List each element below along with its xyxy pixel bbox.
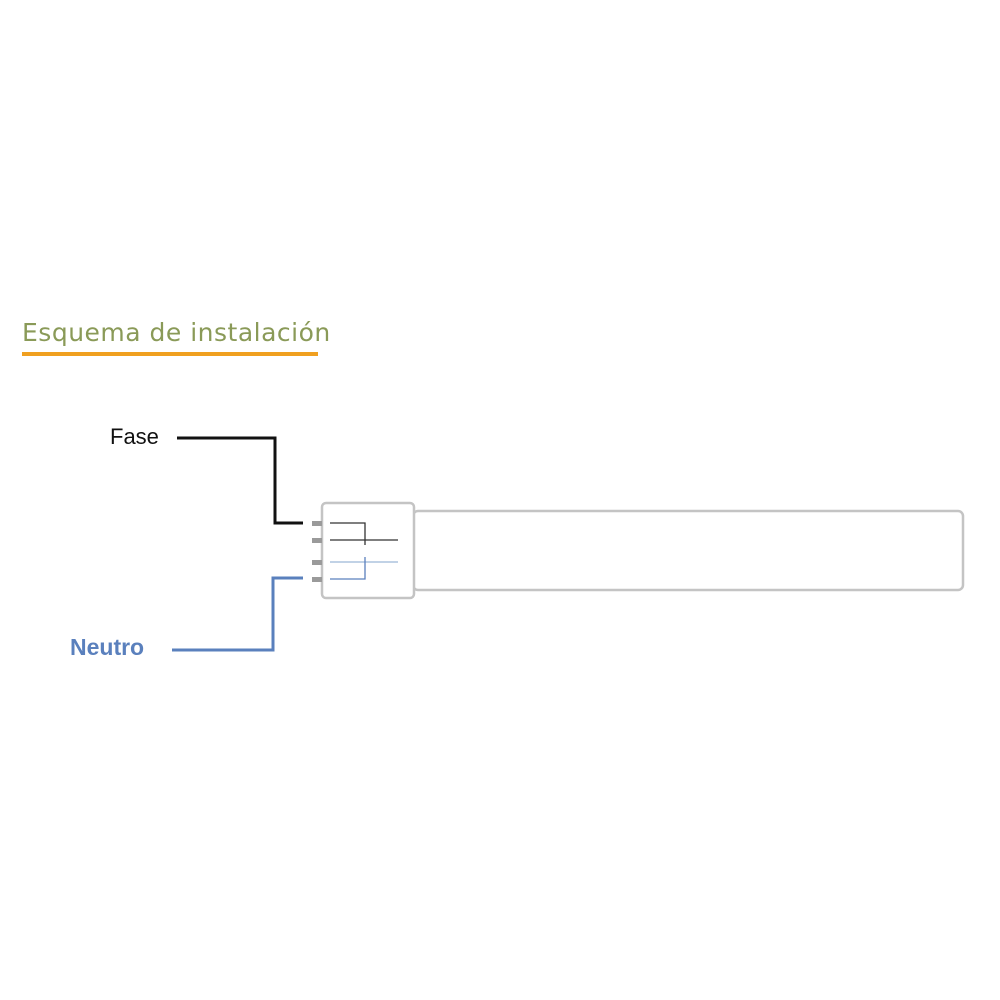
- internal-wiring: [330, 522, 398, 580]
- pin-3: [312, 560, 322, 565]
- phase-wire: [177, 436, 303, 525]
- pin-1: [312, 521, 322, 526]
- diagram-title: Esquema de instalación: [22, 318, 331, 347]
- phase-label: Fase: [110, 424, 159, 449]
- title-underline: [22, 352, 318, 356]
- neutral-wire: [172, 576, 303, 652]
- pin-4: [312, 577, 322, 582]
- internal-wire-phase-a: [330, 522, 366, 545]
- lamp-base: [320, 501, 416, 600]
- lamp-tube: [411, 509, 965, 592]
- neutral-label: Neutro: [70, 634, 145, 660]
- internal-wire-neutral-b: [330, 557, 366, 580]
- lamp-pins: [312, 521, 322, 582]
- pin-2: [312, 538, 322, 543]
